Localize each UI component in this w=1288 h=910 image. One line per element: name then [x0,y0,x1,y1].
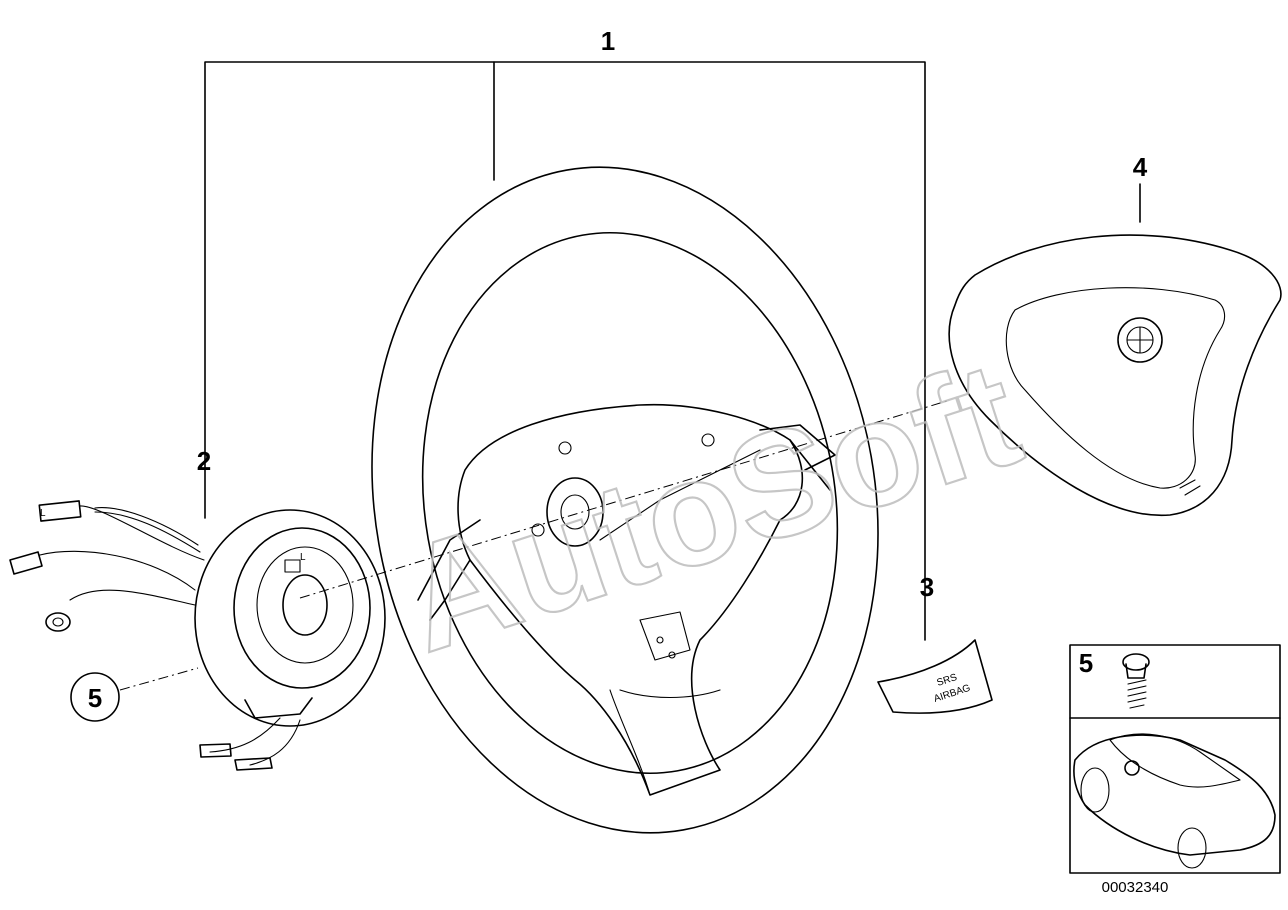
callout-2-label: 2 [197,446,211,476]
diagram-number: 00032340 [1102,879,1169,896]
clock-spring: L L [40,508,386,727]
inset-callout-5-label: 5 [1079,648,1093,678]
callout-3-label: 3 [920,572,934,602]
tab-a: L [300,552,306,563]
car-icon [1073,733,1276,869]
callout-1-label: 1 [601,26,615,56]
watermark: AutoSoft [384,328,1038,683]
srs-airbag-cover: SRS AIRBAG [877,639,993,714]
tab-b: L [40,508,46,519]
callout-4-label: 4 [1133,152,1148,182]
callout-1-bracket [204,61,926,641]
assembly-axis [299,399,951,599]
airbag-module [948,234,1282,517]
steering-wheel [371,166,879,834]
callout-5-circle [70,667,199,722]
screw-icon [1122,653,1150,709]
detail-inset [1069,644,1281,874]
callout-5-label: 5 [88,683,102,713]
wiring-harness [9,500,301,771]
